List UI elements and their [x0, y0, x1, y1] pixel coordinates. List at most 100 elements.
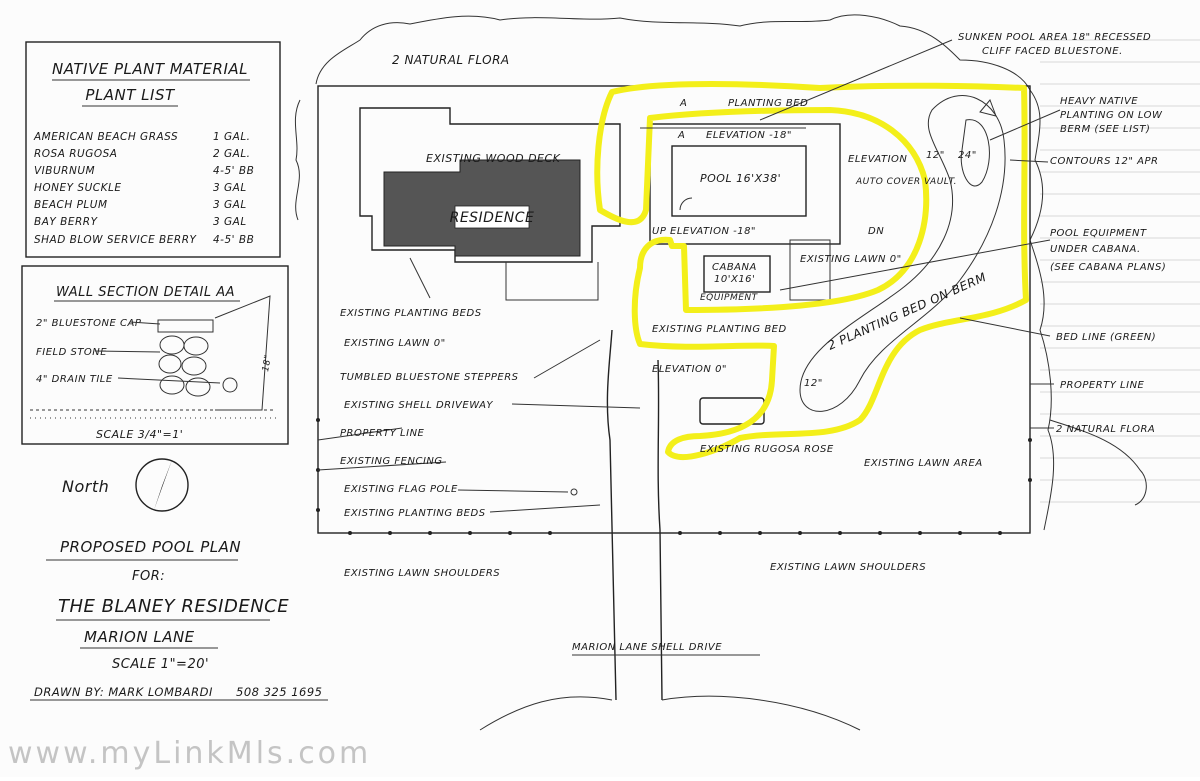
lawn-shoulders-right: EXISTING LAWN SHOULDERS	[770, 562, 926, 573]
wall-section-title: WALL SECTION DETAIL AA	[56, 285, 235, 300]
elevation-0-label: ELEVATION 0"	[652, 364, 727, 375]
wall-dim: 18"	[261, 354, 274, 373]
pool-equip-note-1: POOL EQUIPMENT	[1050, 228, 1147, 239]
property-line-left: PROPERTY LINE	[340, 428, 425, 439]
up-elevation-label: UP ELEVATION -18"	[652, 226, 756, 237]
driveway-left-edge	[606, 329, 617, 701]
title-line-4: MARION LANE	[84, 628, 195, 646]
wall-section-detail-box: WALL SECTION DETAIL AA 2" BLUESTONE CAP …	[21, 265, 289, 445]
dim-12-top: 12"	[926, 150, 945, 161]
a-marker-1: A	[679, 98, 687, 109]
natural-flora-boundary	[315, 14, 1055, 531]
field-stone-wall	[157, 295, 271, 411]
title-line-2: FOR:	[132, 569, 165, 584]
title-block: PROPOSED POOL PLAN FOR: THE BLANEY RESID…	[30, 538, 328, 701]
dim-12-bottom: 12"	[804, 378, 823, 389]
fence-posts	[316, 418, 1032, 535]
title-line-3: THE BLANEY RESIDENCE	[58, 596, 289, 617]
plant-list-title-1: NATIVE PLANT MATERIAL	[52, 60, 248, 78]
heavy-native-note-3: BERM (SEE LIST)	[1060, 124, 1150, 135]
berm-contour	[799, 95, 1006, 412]
plant-qty-4: 3 GAL	[213, 182, 247, 194]
pool-equip-note-2: UNDER CABANA.	[1050, 244, 1141, 255]
cabana-size: 10'X16'	[714, 274, 755, 285]
pool-equip-note-3: (SEE CABANA PLANS)	[1050, 262, 1166, 273]
cliff-faced-note: CLIFF FACED BLUESTONE.	[982, 46, 1123, 57]
highlight-outline	[594, 81, 1029, 460]
plant-name-2: ROSA RUGOSA	[34, 148, 117, 160]
watermark: www.myLinkMls.com	[8, 736, 372, 771]
pool-rectangle	[671, 145, 807, 217]
plant-qty-2: 2 GAL.	[213, 148, 251, 160]
north-arrow-icon	[154, 460, 172, 510]
plant-qty-3: 4-5' BB	[213, 165, 254, 177]
north-label: North	[62, 477, 109, 496]
plant-list-title-2: PLANT LIST	[85, 86, 176, 104]
heavy-native-note-2: PLANTING ON LOW	[1060, 110, 1163, 121]
plant-name-7: SHAD BLOW SERVICE BERRY	[34, 234, 197, 246]
existing-flag-pole-label: EXISTING FLAG POLE	[344, 484, 458, 495]
driveway-right-edge	[657, 359, 663, 701]
driveway-flare	[479, 695, 861, 731]
existing-shell-driveway-label: EXISTING SHELL DRIVEWAY	[344, 400, 493, 411]
elevation-18-label: ELEVATION -18"	[706, 130, 792, 141]
a-marker-2: A	[677, 130, 685, 141]
pool-label: POOL 16'X38'	[700, 172, 781, 185]
existing-planting-bed-label: EXISTING PLANTING BED	[652, 324, 787, 335]
existing-planting-beds-left: EXISTING PLANTING BEDS	[340, 308, 482, 319]
elevation-right-label: ELEVATION	[848, 154, 907, 165]
planting-bed-left	[505, 262, 599, 301]
title-scale: SCALE 1"=20'	[112, 657, 209, 672]
title-line-1: PROPOSED POOL PLAN	[60, 538, 241, 556]
contour-arrow-icon	[979, 99, 997, 117]
bed-line-note: BED LINE (GREEN)	[1056, 332, 1156, 343]
wall-stone-label: FIELD STONE	[36, 347, 107, 358]
phone: 508 325 1695	[236, 685, 322, 699]
ruled-paper-lines	[1040, 39, 1200, 503]
plant-name-4: HONEY SUCKLE	[34, 182, 121, 194]
wall-scale: SCALE 3/4"=1'	[96, 428, 183, 441]
natural-flora-top: 2 NATURAL FLORA	[392, 53, 510, 67]
plant-qty-6: 3 GAL	[213, 216, 247, 228]
existing-fencing-label: EXISTING FENCING	[340, 456, 443, 467]
existing-rugosa-rose-label: EXISTING RUGOSA ROSE	[700, 444, 834, 455]
plant-name-6: BAY BERRY	[34, 216, 99, 228]
existing-lawn-area-label: EXISTING LAWN AREA	[864, 458, 983, 469]
existing-lawn-0-label: EXISTING LAWN 0"	[800, 254, 902, 265]
plant-name-5: BEACH PLUM	[34, 199, 108, 211]
sunken-pool-note: SUNKEN POOL AREA 18" RECESSED	[958, 32, 1151, 43]
planting-bed-label: PLANTING BED	[728, 98, 808, 109]
flora-right-bottom	[1049, 419, 1147, 506]
cabana-label: CABANA	[712, 262, 757, 273]
wall-cap-label: 2" BLUESTONE CAP	[36, 318, 142, 329]
lawn-shoulders-left: EXISTING LAWN SHOULDERS	[344, 568, 500, 579]
plant-qty-5: 3 GAL	[213, 199, 247, 211]
plant-name-3: VIBURNUM	[34, 165, 95, 177]
north-arrow: North	[62, 458, 189, 512]
contours-note: CONTOURS 12" APR	[1050, 156, 1158, 167]
wood-deck-label: EXISTING WOOD DECK	[426, 152, 561, 165]
residence-footprint: RESIDENCE EXISTING WOOD DECK	[359, 107, 621, 301]
existing-planting-beds-bottom: EXISTING PLANTING BEDS	[344, 508, 486, 519]
auto-cover-label: AUTO COVER VAULT.	[855, 177, 957, 187]
flag-pole-icon	[570, 488, 578, 496]
plant-qty-7: 4-5' BB	[213, 234, 254, 246]
heavy-native-note-1: HEAVY NATIVE	[1060, 96, 1138, 107]
berm-inner	[960, 119, 990, 187]
cabana-box	[703, 255, 771, 293]
wall-tile-label: 4" DRAIN TILE	[36, 374, 113, 385]
leader-lines	[317, 39, 1061, 513]
drawn-by: DRAWN BY: MARK LOMBARDI	[34, 685, 213, 699]
property-line-right: PROPERTY LINE	[1060, 380, 1145, 391]
equipment-label: EQUIPMENT	[700, 293, 759, 303]
residence-label: RESIDENCE	[450, 210, 535, 226]
flora-left-edge	[294, 99, 301, 221]
plant-qty-1: 1 GAL.	[213, 131, 251, 143]
tumbled-steppers-label: TUMBLED BLUESTONE STEPPERS	[340, 372, 519, 383]
plant-list-box: NATIVE PLANT MATERIAL PLANT LIST AMERICA…	[25, 41, 281, 258]
natural-flora-right: 2 NATURAL FLORA	[1056, 424, 1155, 435]
dim-24: 24"	[958, 150, 977, 161]
pool-area: POOL 16'X38' CABANA 10'X16' EQUIPMENT	[649, 123, 841, 303]
